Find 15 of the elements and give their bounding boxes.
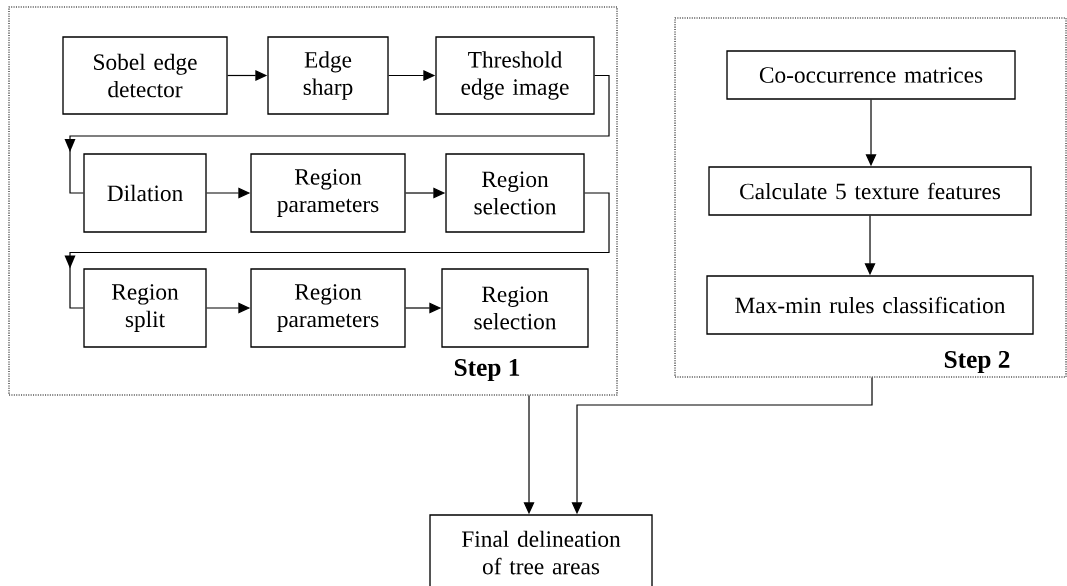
process-box: Region selection [441, 268, 589, 348]
process-box: Region selection [445, 153, 585, 233]
arrow [64, 192, 610, 309]
arrow [64, 74, 610, 194]
process-box: Region parameters [250, 153, 406, 233]
process-box: Threshold edge image [435, 36, 595, 115]
process-box: Dilation [83, 153, 207, 233]
process-box: Max-min rules classification [706, 275, 1034, 335]
process-box: Sobel edge detector [62, 36, 228, 115]
process-box: Co-occurrence matrices [726, 50, 1016, 100]
process-box: Region split [83, 268, 207, 348]
process-box: Final delineation of tree areas [429, 514, 653, 586]
process-box: Region parameters [250, 268, 406, 348]
process-box: Calculate 5 texture features [708, 166, 1032, 216]
process-box: Edge sharp [267, 36, 389, 115]
